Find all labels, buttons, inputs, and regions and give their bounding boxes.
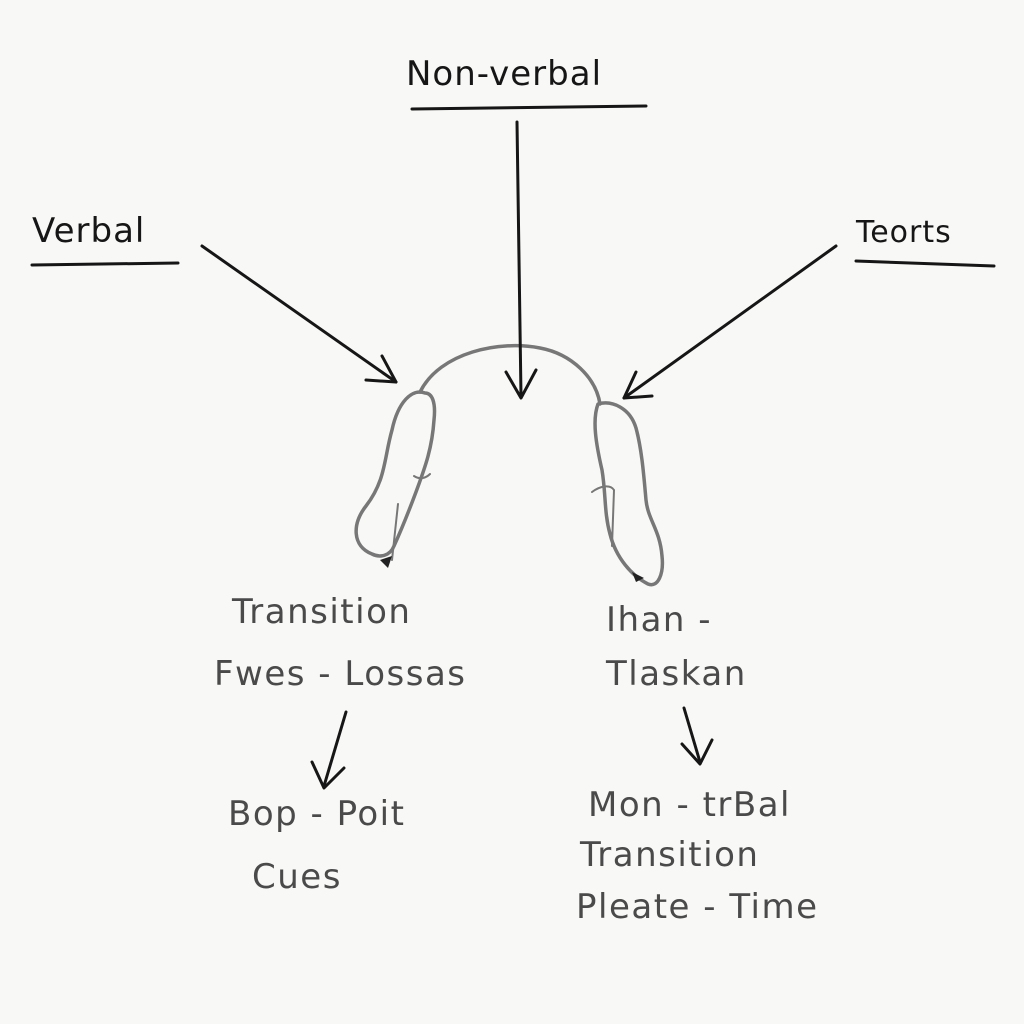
right-result-line-2: Transition [580, 835, 760, 875]
right-earpiece-tip [632, 572, 644, 582]
label-non-verbal: Non-verbal [406, 54, 603, 94]
arrow-teorts [622, 244, 838, 400]
label-teorts: Teorts [856, 215, 952, 250]
arrow-non-verbal [504, 120, 538, 400]
right-earpiece-detail [591, 485, 616, 547]
verbal-underline [30, 261, 180, 267]
left-earpiece-tip [380, 556, 392, 568]
arrow-verbal [200, 244, 398, 384]
right-result-line-1: Mon - trBal [588, 785, 791, 825]
left-branch-line-1: Transition [232, 592, 412, 632]
label-verbal: Verbal [32, 211, 146, 251]
arrow-left-down [310, 710, 348, 790]
non-verbal-underline [410, 104, 648, 111]
left-earpiece [354, 390, 437, 558]
headband-arc [418, 344, 602, 406]
right-branch-line-2: Tlaskan [606, 654, 747, 694]
arrow-right-down [680, 706, 714, 766]
right-result-line-3: Pleate - Time [576, 887, 819, 927]
left-result-line-2: Cues [252, 857, 342, 897]
right-earpiece [593, 401, 665, 587]
left-result-line-1: Bop - Poit [228, 794, 406, 834]
teorts-underline [854, 259, 996, 268]
right-branch-line-1: Ihan - [606, 600, 713, 640]
left-branch-line-2: Fwes - Lossas [214, 654, 467, 694]
left-earpiece-detail [391, 473, 431, 561]
